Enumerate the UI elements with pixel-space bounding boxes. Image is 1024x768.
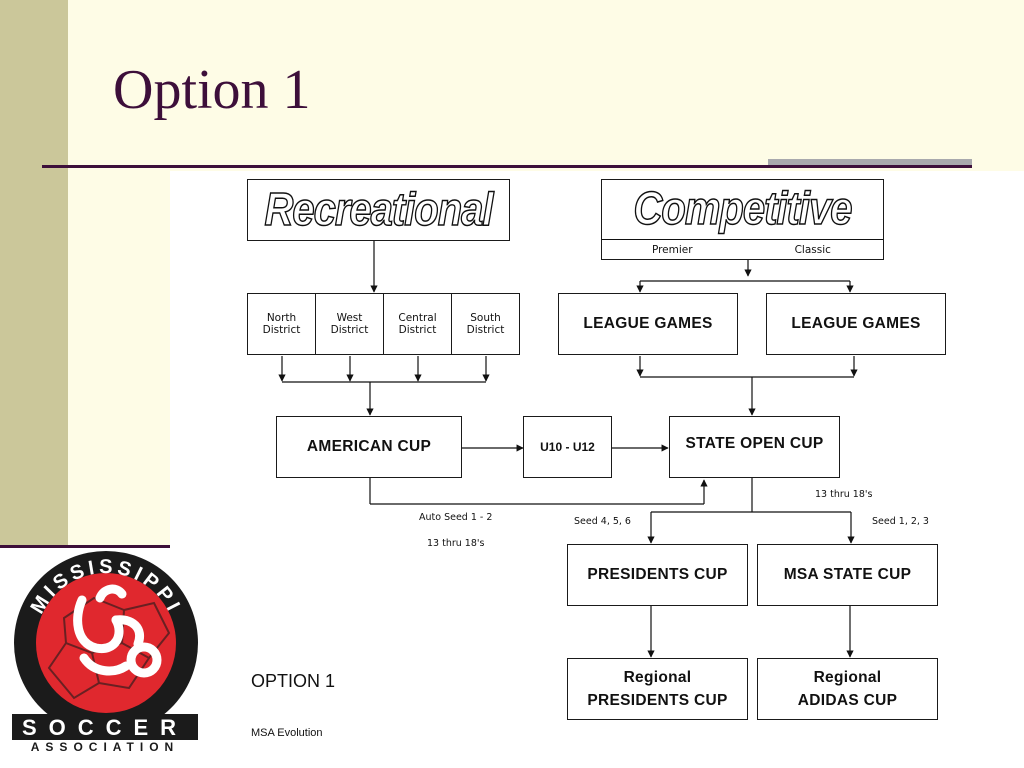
competitive-levels: Premier Classic [602, 239, 883, 259]
thru-note-right: 13 thru 18's [815, 489, 873, 500]
auto-seed-note: Auto Seed 1 - 2 [419, 512, 493, 523]
district-west-line2: District [330, 324, 369, 336]
title-rule [42, 165, 972, 168]
left-bottom-rule [0, 545, 170, 548]
recreational-box: Recreational [247, 179, 510, 241]
league-games-classic-box: LEAGUE GAMES [766, 293, 946, 355]
left-accent-bar [0, 0, 68, 548]
logo-soccer-text: SOCCER [22, 715, 188, 740]
competitive-label: Competitive [633, 183, 853, 235]
option-label: OPTION 1 [251, 671, 336, 691]
district-west: West District [315, 293, 384, 355]
district-central-line2: District [398, 324, 437, 336]
msa-state-cup-box: MSA STATE CUP [757, 544, 938, 606]
classic-label: Classic [794, 243, 831, 256]
logo-association-text: ASSOCIATION [31, 740, 179, 754]
district-north-line1: North [266, 312, 297, 324]
regional-presidents-line1: Regional [623, 669, 692, 686]
district-central: Central District [383, 293, 452, 355]
regional-adidas-line2: ADIDAS CUP [797, 692, 898, 709]
district-north-line2: District [262, 324, 301, 336]
logo-word-band [12, 714, 198, 740]
league-games-premier-box: LEAGUE GAMES [558, 293, 738, 355]
state-open-cup-box: STATE OPEN CUP [669, 416, 840, 478]
thru-note-left: 13 thru 18's [427, 538, 485, 549]
title-rule-accent [768, 159, 972, 167]
regional-presidents-cup-box: Regional PRESIDENTS CUP [567, 658, 748, 720]
presidents-cup-box: PRESIDENTS CUP [567, 544, 748, 606]
regional-presidents-line2: PRESIDENTS CUP [587, 692, 728, 709]
competitive-box: Competitive Premier Classic [601, 179, 884, 260]
regional-adidas-line1: Regional [813, 669, 882, 686]
logo-red-ball [36, 573, 176, 713]
msa-evolution-label: MSA Evolution [251, 727, 323, 739]
u10-u12-box: U10 - U12 [523, 416, 612, 478]
district-south-line2: District [466, 324, 505, 336]
premier-label: Premier [651, 243, 693, 256]
american-cup-box: AMERICAN CUP [276, 416, 462, 478]
recreational-label: Recreational [264, 183, 494, 235]
seed-456-note: Seed 4, 5, 6 [574, 516, 631, 527]
district-north: North District [247, 293, 316, 355]
district-south: South District [451, 293, 520, 355]
regional-adidas-cup-box: Regional ADIDAS CUP [757, 658, 938, 720]
slide-title: Option 1 [113, 59, 311, 121]
district-south-line1: South [470, 312, 501, 324]
district-west-line1: West [336, 312, 363, 324]
district-central-line1: Central [398, 312, 437, 324]
seed-123-note: Seed 1, 2, 3 [872, 516, 929, 527]
logo-figure [73, 584, 162, 678]
mississippi-soccer-logo: MISSISSIPPI SOCCER ASSOCIATION [12, 551, 198, 754]
